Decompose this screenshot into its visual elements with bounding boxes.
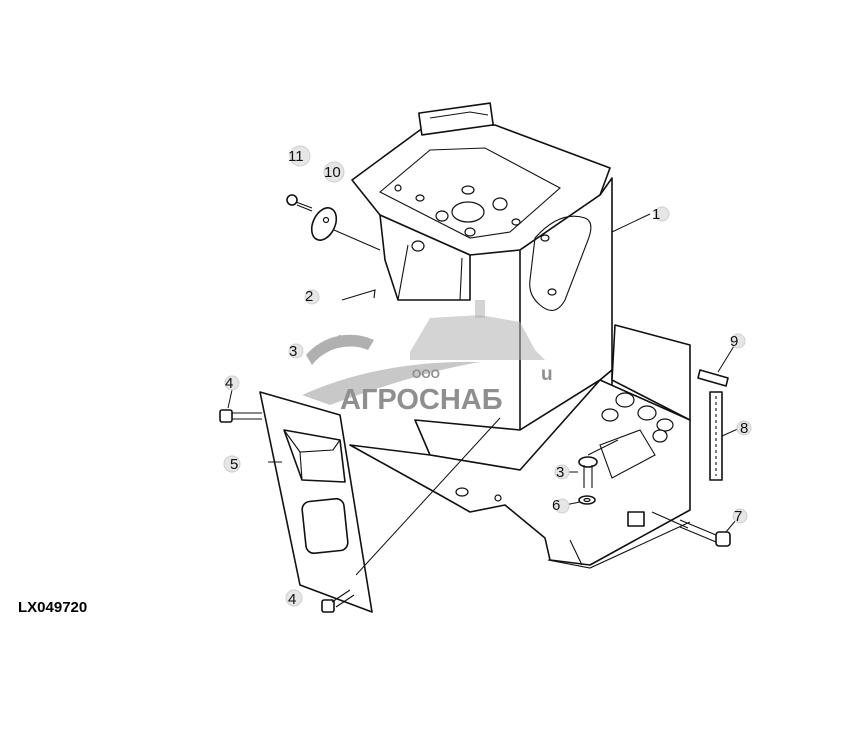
callout-3-lower: 3 [556,464,564,481]
side-panel-part [259,391,501,613]
bolt-part-4-top [219,409,262,423]
callout-labels: 11 10 1 2 3 4 5 9 8 3 6 7 4 [223,145,752,608]
bolt-part-7 [679,519,731,547]
screw-part-11 [286,194,313,212]
callout-1: 1 [652,206,660,223]
callout-3-upper: 3 [289,343,297,360]
callout-7: 7 [734,508,742,525]
callout-4-upper: 4 [225,375,233,392]
callout-8: 8 [740,420,748,437]
cover-plate-part [310,207,381,251]
washer-part-6 [578,495,596,505]
bracket-part-2 [341,289,376,301]
callout-5: 5 [230,456,238,473]
callout-10: 10 [324,164,341,181]
callout-11: 11 [288,148,304,165]
strip-part-8 [709,391,723,481]
bolt-part-4-bottom [321,589,355,613]
callout-9: 9 [730,333,738,350]
watermark-small-text: ООО [412,367,440,381]
bolt-part-3 [578,439,619,488]
watermark-brand-text: АГРОСНАБ [340,384,503,416]
watermark-fragment-text: u [541,364,553,385]
watermark-logo: ООО АГРОСНАБ u [302,300,553,416]
callout-6: 6 [552,497,560,514]
callout-2: 2 [305,288,313,305]
figure-id: LX049720 [18,599,87,616]
pedestal-frame [349,102,691,569]
callout-4-lower: 4 [288,591,296,608]
strip-part-9 [697,369,729,387]
